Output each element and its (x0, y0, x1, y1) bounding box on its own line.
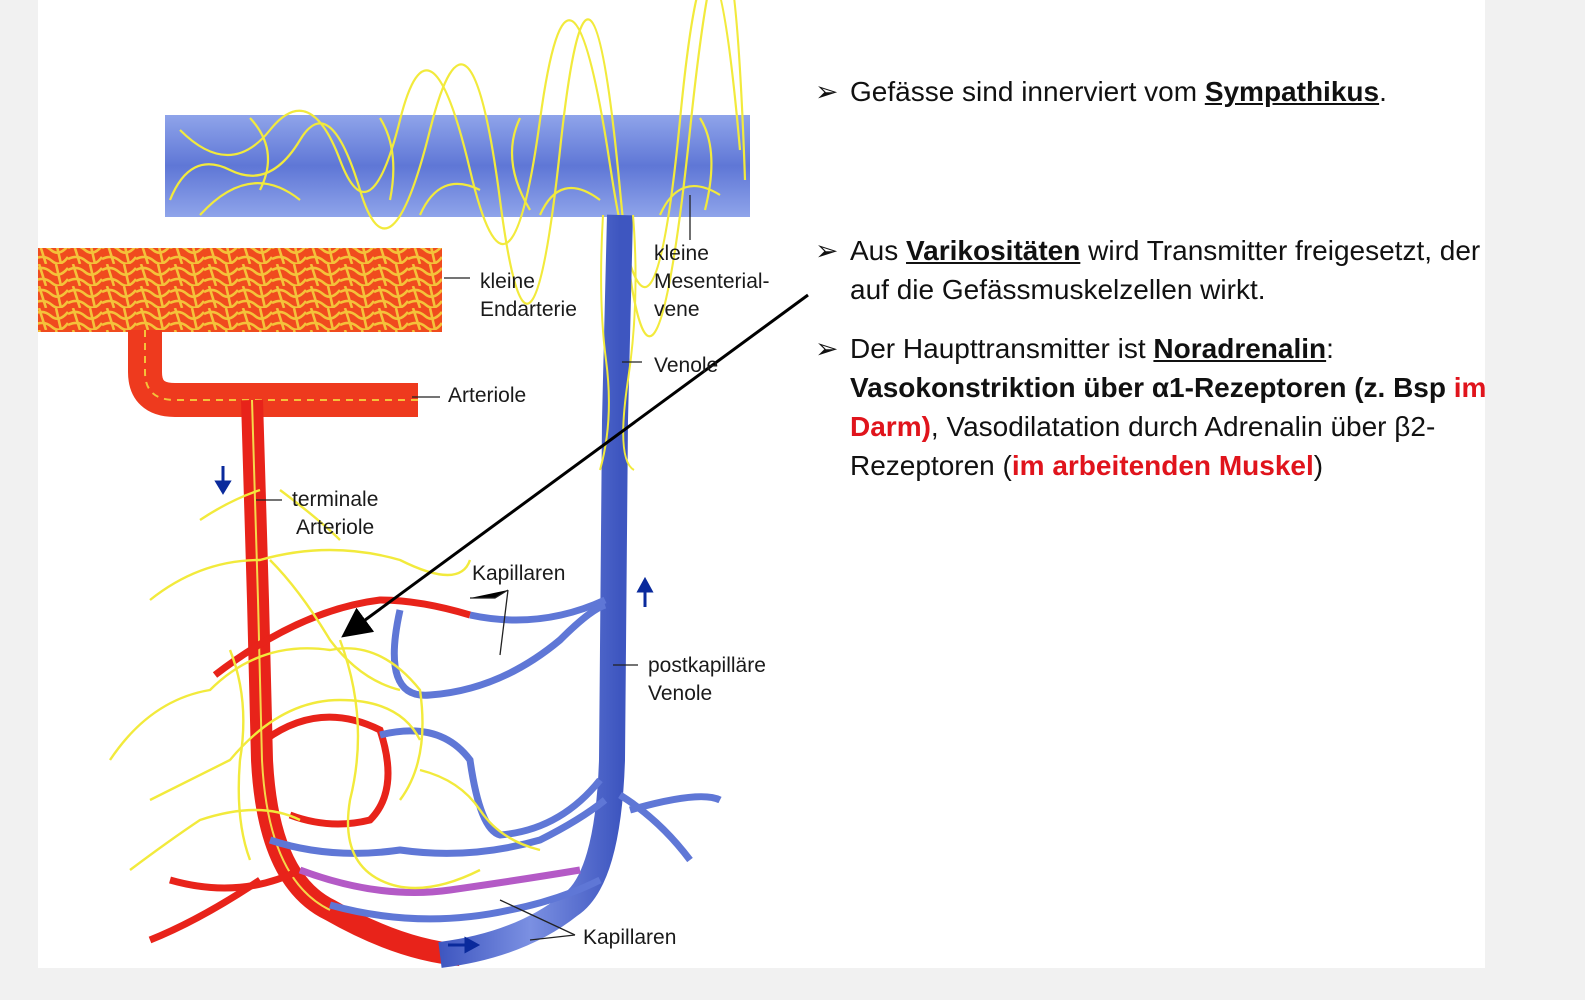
vasodilation-text: , Vasodilatation durch Adrenalin über β2… (850, 411, 1436, 481)
vein-nerve-plexus (168, 0, 747, 338)
capillary-network (148, 596, 722, 944)
bullet1-end: . (1379, 76, 1387, 107)
sympathetic-nerve-fibers (109, 488, 541, 890)
venule-vessel (438, 214, 633, 968)
highlight-im-darm: im Darm) (850, 372, 1487, 442)
label-endarterie-line1: kleine (480, 270, 535, 293)
label-terminal-line1: terminale (292, 488, 378, 511)
bullet-sympathikus: ➢ Gefässe sind innerviert vom Sympathikus… (815, 72, 1505, 111)
label-mesenterial-line2: Mesenterial- (654, 270, 770, 293)
bullet-noradrenalin: ➢ Der Haupttransmitter ist Noradrenalin: V… (815, 329, 1505, 485)
label-terminal-line2: Arteriole (296, 516, 374, 539)
term-sympathikus: Sympathikus (1204, 76, 1380, 107)
bullet3-colon: : (1326, 333, 1334, 364)
bullet-varikositaeten: ➢ Aus Varikositäten wird Transmitter frei… (815, 231, 1505, 309)
label-venole: Venole (654, 354, 718, 377)
mesenteric-vein (165, 115, 750, 217)
term-varikositaeten: Varikositäten (906, 235, 1081, 266)
label-postkap-line1: postkapilläre (648, 654, 766, 677)
bullet2-text-start: Aus (850, 235, 907, 266)
label-postkap-line2: Venole (648, 682, 712, 705)
bullet3-text-start: Der Haupttransmitter ist (850, 333, 1154, 364)
flow-arrows (214, 466, 654, 954)
highlight-arbeitenden-muskel: im arbeitenden Muskel (1011, 450, 1314, 481)
terminal-arteriole-vessel (241, 399, 462, 966)
bullet-marker: ➢ (815, 76, 839, 107)
bullet-list: ➢ Gefässe sind innerviert vom Sympathikus… (815, 72, 1505, 485)
label-mesenterial-line3: vene (654, 298, 700, 321)
term-noradrenalin: Noradrenalin (1153, 333, 1327, 364)
varicosity-pointer-arrow (341, 293, 809, 638)
small-end-artery (38, 248, 442, 332)
bullet2-text-end: wird Transmitter freigesetzt, der auf di… (850, 235, 1481, 305)
label-kapillaren-top: Kapillaren (472, 562, 565, 585)
label-mesenterial-line1: kleine (654, 242, 709, 265)
bullet-marker: ➢ (815, 333, 839, 364)
bullet-marker: ➢ (815, 235, 839, 266)
leader-lines (256, 195, 691, 941)
label-arteriole: Arteriole (448, 384, 526, 407)
vasoconstriction-text: Vasokonstriktion über α1-Rezeptoren (z. … (850, 372, 1446, 403)
bullet3-close: ) (1313, 450, 1324, 481)
label-kapillaren-bottom: Kapillaren (583, 926, 676, 949)
arteriole-vessel (128, 330, 418, 417)
label-endarterie-line2: Endarterie (480, 298, 577, 321)
bullet1-text: Gefässe sind innerviert vom (850, 76, 1205, 107)
